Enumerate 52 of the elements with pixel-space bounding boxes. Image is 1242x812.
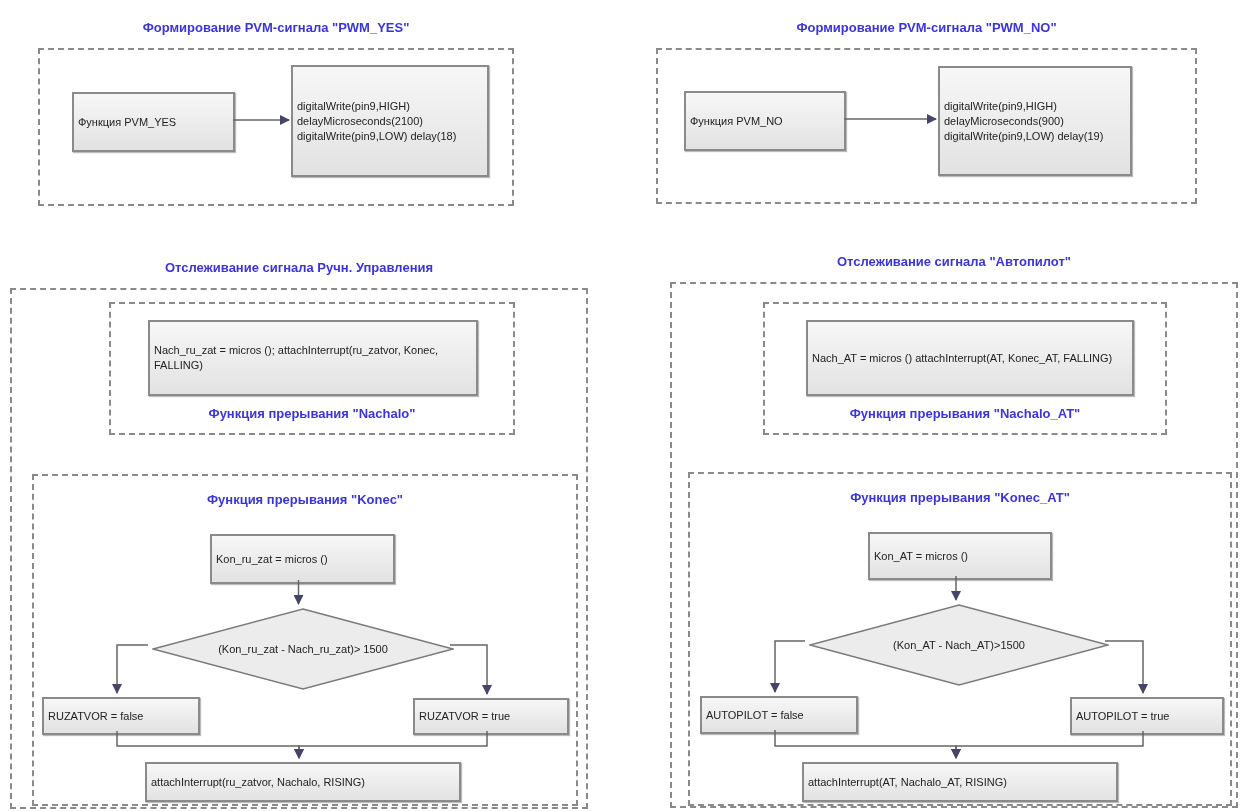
dashed-group xyxy=(32,474,578,806)
condition-text: (Kon_AT - Nach_AT)>1500 xyxy=(893,637,1025,653)
group-title: Функция прерывания "Konec" xyxy=(206,491,404,509)
process-box xyxy=(802,762,1118,802)
box-text: AUTOPILOT = true xyxy=(1076,708,1170,724)
box-text: Функция PVM_NO xyxy=(690,113,783,129)
arrow xyxy=(843,114,937,124)
process-box xyxy=(145,762,461,802)
process-box xyxy=(291,65,489,177)
code-text: Nach_AT = micros () attachInterrupt(AT, Konec_AT, FALLING) xyxy=(812,350,1113,366)
arrow xyxy=(294,730,488,759)
box-text: Kon_AT = micros () xyxy=(874,548,969,564)
process-box xyxy=(868,532,1052,580)
condition-text: (Kon_ru_zat - Nach_ru_zat)> 1500 xyxy=(218,641,388,657)
process-box xyxy=(72,92,235,152)
dashed-group xyxy=(688,472,1232,806)
group-title: Функция прерывания "Nachalo" xyxy=(208,404,416,423)
process-box xyxy=(210,534,395,584)
group-title: Формирование PVM-сигнала "PWM_NO" xyxy=(796,19,1057,37)
process-box xyxy=(684,91,846,151)
arrow xyxy=(449,644,492,695)
box-text: attachInterrupt(AT, Nachalo_AT, RISING) xyxy=(808,774,1007,790)
code-text: digitalWrite(pin9,HIGH) delayMicroseconds(2100) digitalWrite(pin9,LOW) delay(18) xyxy=(297,98,458,144)
arrow xyxy=(232,115,290,125)
code-text: Nach_ru_zat = micros (); attachInterrupt(ru_zatvor, Konec, FALLING) xyxy=(154,343,439,373)
code-text: digitalWrite(pin9,HIGH) delayMicroseconds(900) digitalWrite(pin9,LOW) delay(19) xyxy=(944,98,1105,144)
process-box xyxy=(1070,697,1224,735)
group-title: Функция прерывания "Konec_AT" xyxy=(850,489,1070,507)
dashed-group xyxy=(763,302,1167,435)
box-text: AUTOPILOT = false xyxy=(706,707,804,723)
box-text: RUZATVOR = true xyxy=(419,709,511,724)
process-box xyxy=(42,697,200,735)
arrow xyxy=(112,644,149,694)
box-text: Kon_ru_zat = micros () xyxy=(216,551,328,567)
arrow xyxy=(293,579,304,605)
process-box xyxy=(148,320,478,396)
arrow xyxy=(1104,640,1148,694)
arrow xyxy=(770,640,806,693)
process-box xyxy=(938,66,1132,176)
arrow xyxy=(951,575,961,601)
box-text: attachInterrupt(ru_zatvor, Nachalo, RISING) xyxy=(151,774,365,790)
group-title: Отслеживание сигнала "Автопилот" xyxy=(837,253,1071,271)
dashed-group xyxy=(109,302,515,435)
process-box xyxy=(413,698,569,735)
group-title: Функция прерывания "Nachalo_AT" xyxy=(849,404,1081,423)
process-box xyxy=(700,696,858,734)
process-box xyxy=(806,320,1134,396)
group-title: Отслеживание сигнала Ручн. Управления xyxy=(164,259,434,277)
arrow xyxy=(951,730,1144,759)
box-text: Функция PVM_YES xyxy=(78,114,177,130)
box-text: RUZATVOR = false xyxy=(48,708,144,724)
group-title: Формирование PVM-сигнала "PWM_YES" xyxy=(142,19,410,37)
